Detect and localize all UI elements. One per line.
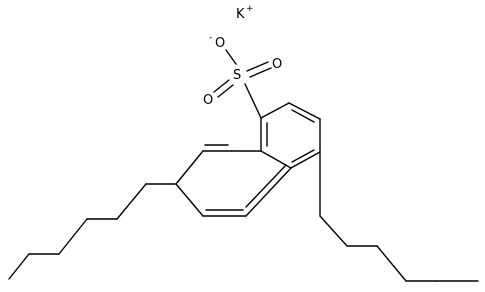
bond-c2-c3 — [288, 102, 321, 120]
chain-left-bond-2 — [116, 183, 147, 220]
ring-a-bonds — [260, 102, 321, 169]
atom-labels: S O - O O K + — [203, 4, 282, 108]
potassium-label: K — [236, 7, 245, 22]
ring-b-bonds — [175, 144, 292, 217]
bond-c6-c5 — [175, 183, 204, 217]
bond-s-o-left-double — [217, 84, 234, 98]
bond-c1-c2 — [260, 102, 290, 119]
sulfur-label: S — [233, 68, 241, 83]
bond-s-o-right — [246, 61, 269, 72]
bond-c4-c4a — [290, 151, 321, 169]
oxygen-top-charge: - — [209, 33, 212, 43]
bond-s-o-right-double — [249, 67, 272, 78]
bond-c1-s — [244, 83, 262, 119]
potassium-charge: + — [246, 4, 254, 14]
hexyl-chain-right — [319, 151, 479, 282]
bond-c7-c6 — [175, 150, 204, 185]
bond-c5a-c4a — [245, 167, 292, 217]
sulfonate-bonds — [213, 49, 272, 119]
bond-s-o-left — [213, 79, 230, 93]
oxygen-right-label: O — [272, 57, 282, 72]
bond-c5a-c4a-inner — [245, 164, 287, 208]
bond-c2-c3-inner — [291, 109, 315, 123]
oxygen-top-label: O — [215, 36, 225, 51]
chain-right-bond-2 — [319, 215, 348, 247]
bond-c4-c4a-inner — [291, 149, 315, 163]
chain-left-bond-4 — [58, 218, 88, 255]
chain-right-bond-4 — [376, 245, 407, 282]
oxygen-left-label: O — [203, 93, 213, 108]
chain-left-bond-6 — [8, 253, 30, 280]
bond-s-o-top — [225, 49, 237, 65]
hexyl-chain-left — [8, 183, 177, 280]
